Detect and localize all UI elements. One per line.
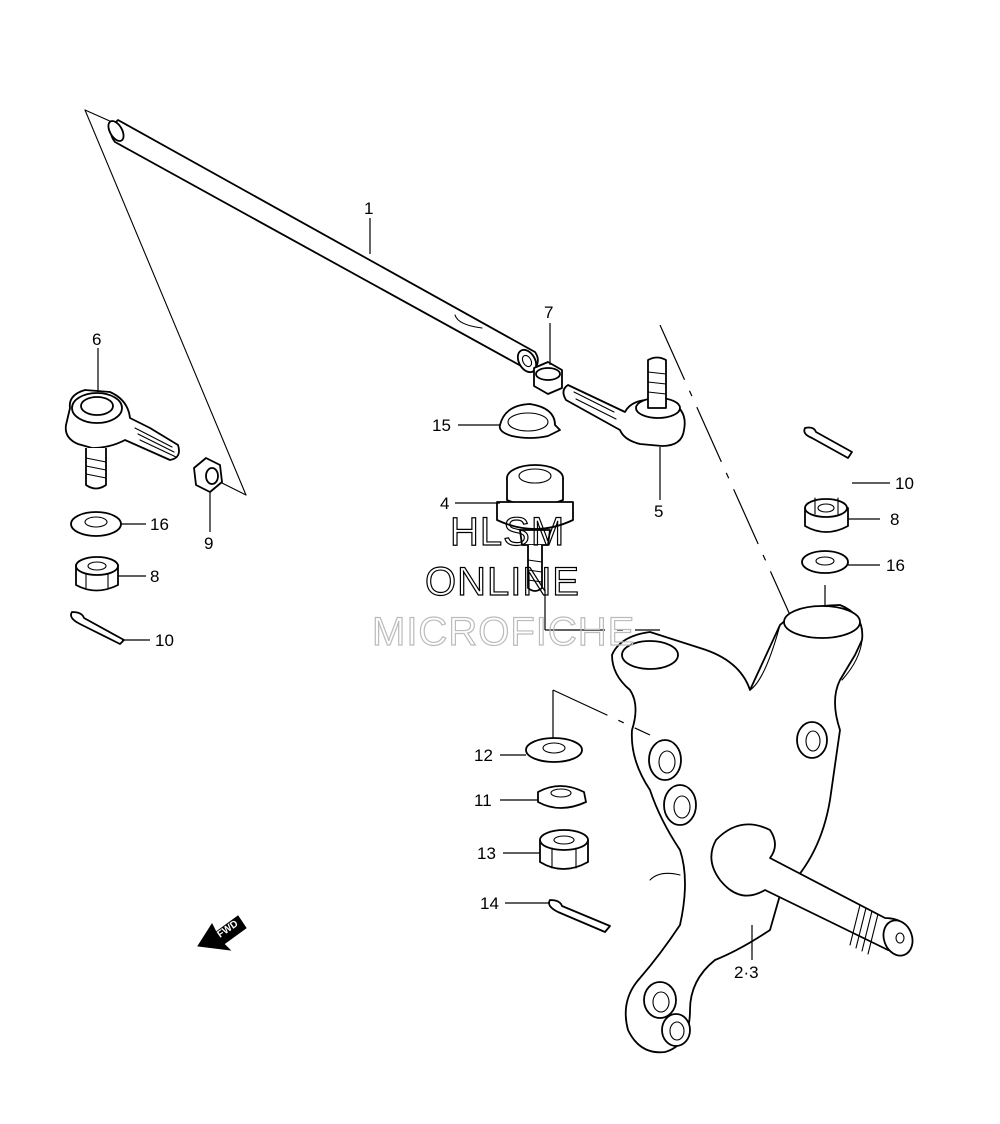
callout-16-right: 16 — [886, 556, 905, 575]
watermark-line1: HLSM — [450, 510, 565, 554]
circlip-15 — [498, 403, 561, 439]
callout-8-right: 8 — [890, 510, 899, 529]
cotter-pin-10-left — [70, 611, 125, 645]
nut-9 — [193, 457, 223, 493]
castle-nut-13 — [539, 829, 589, 870]
cotter-pin-14 — [548, 899, 611, 933]
callout-10-right: 10 — [895, 474, 914, 493]
callout-8-left: 8 — [150, 567, 159, 586]
callout-12: 12 — [474, 746, 493, 765]
callout-7: 7 — [544, 303, 553, 322]
steering-knuckle — [611, 604, 914, 1054]
callout-13: 13 — [477, 844, 496, 863]
tie-rod-end-left — [64, 389, 180, 490]
callout-9: 9 — [204, 534, 213, 553]
callout-1: 1 — [364, 199, 373, 218]
callout-15: 15 — [432, 416, 451, 435]
callout-10-left: 10 — [155, 631, 174, 650]
castle-nut-8-right — [804, 497, 849, 533]
callout-16-left: 16 — [150, 515, 169, 534]
washer-11 — [537, 785, 587, 809]
reference-line-right — [659, 324, 791, 616]
callout-labels: 1 6 7 15 4 5 9 16 8 10 10 8 16 12 11 13 … — [92, 199, 914, 982]
nut-7 — [533, 361, 563, 395]
watermark: HLSM ONLINE MICROFICHE — [371, 509, 635, 654]
callout-11: 11 — [474, 791, 492, 810]
callout-2-3: 2·3 — [734, 963, 759, 982]
knuckle-axis — [552, 689, 651, 738]
tie-rod-end-right — [562, 356, 686, 447]
washer-12 — [525, 737, 583, 763]
watermark-line2: ONLINE — [425, 560, 580, 604]
callout-14: 14 — [480, 894, 499, 913]
fwd-arrow-icon: FWD — [197, 915, 247, 951]
castle-nut-8-left — [75, 556, 119, 592]
callout-5: 5 — [654, 502, 663, 521]
cotter-pin-10-right — [803, 426, 853, 459]
washer-16-right — [801, 550, 849, 574]
callout-4: 4 — [440, 494, 449, 513]
ball-joint-4 — [496, 464, 574, 592]
tie-rod — [107, 119, 539, 374]
watermark-line3: MICROFICHE — [372, 610, 635, 654]
washer-16-left — [70, 511, 122, 537]
leader-lines — [97, 218, 890, 960]
ball-joint-axis — [544, 590, 660, 631]
callout-6: 6 — [92, 330, 101, 349]
